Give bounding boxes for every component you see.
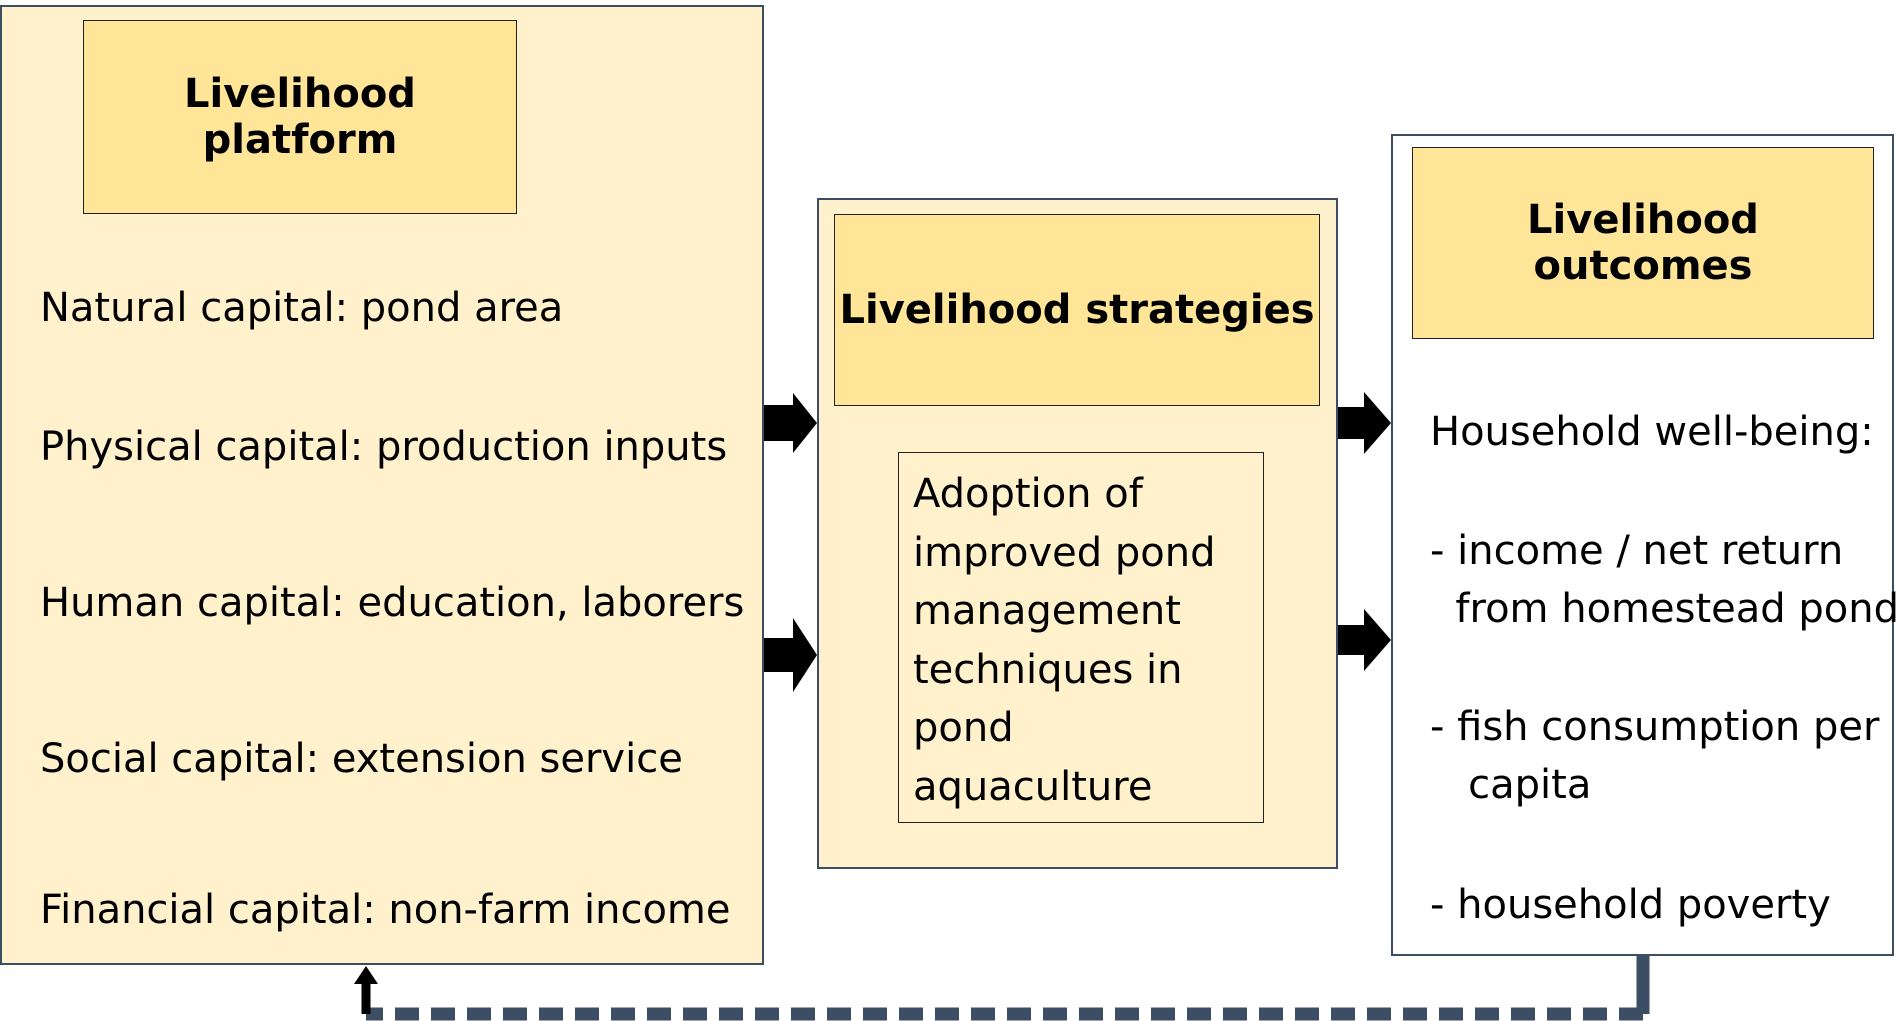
feedback-arrowhead (354, 966, 378, 984)
social-capital-label: Social capital: extension service (40, 736, 683, 782)
household-wellbeing-heading: Household well-being: (1430, 409, 1874, 455)
arrow-strategies-to-outcomes-lower (1338, 609, 1391, 671)
financial-capital-label: Financial capital: non-farm income (40, 887, 731, 933)
arrow-platform-to-strategies-upper (764, 393, 817, 453)
outcome-fish-consumption: - fish consumption per capita (1430, 704, 1880, 808)
outcome-income: - income / net return from homestead pon… (1430, 528, 1896, 632)
livelihood-platform-title: Livelihood platform (83, 20, 517, 214)
outcome-household-poverty: - household poverty (1430, 882, 1831, 928)
adoption-text: Adoption of improved pond management tec… (913, 471, 1216, 810)
livelihood-strategies-title: Livelihood strategies (834, 214, 1320, 406)
adoption-box: Adoption of improved pond management tec… (898, 452, 1264, 823)
natural-capital-label: Natural capital: pond area (40, 285, 564, 331)
livelihood-outcomes-title: Livelihood outcomes (1412, 147, 1874, 339)
human-capital-label: Human capital: education, laborers (40, 580, 745, 626)
arrow-platform-to-strategies-lower (764, 618, 817, 692)
arrow-strategies-to-outcomes-upper (1338, 392, 1391, 454)
physical-capital-label: Physical capital: production inputs (40, 424, 728, 470)
